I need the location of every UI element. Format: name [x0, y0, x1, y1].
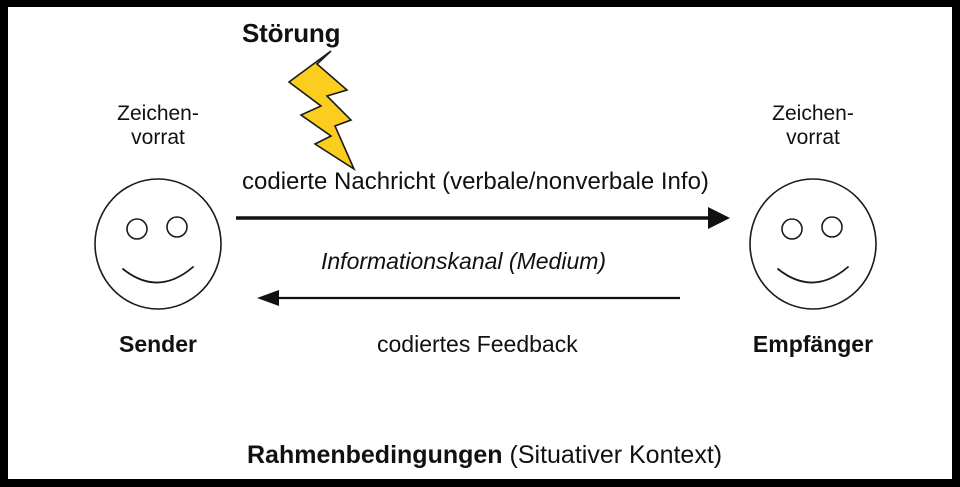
- sender-role-label: Sender: [119, 331, 197, 357]
- context-caption-bold: Rahmenbedingungen: [247, 441, 503, 469]
- sender-repertoire-label: Zeichen-vorrat: [117, 102, 199, 150]
- coded-feedback-label: codiertes Feedback: [377, 331, 578, 357]
- sender-smiley-face-icon: [94, 178, 222, 310]
- information-channel-label: Informationskanal (Medium): [321, 248, 607, 274]
- receiver-smiley-face-icon: [749, 178, 877, 310]
- disturbance-label: Störung: [242, 18, 341, 48]
- coded-message-label: codierte Nachricht (verbale/nonverbale I…: [242, 168, 709, 195]
- arrow-right-icon: [236, 207, 730, 229]
- context-caption: Rahmenbedingungen (Situativer Kontext): [247, 441, 722, 470]
- context-caption-normal: (Situativer Kontext): [502, 441, 723, 469]
- arrow-left-icon: [257, 290, 680, 306]
- receiver-repertoire-label: Zeichen-vorrat: [772, 102, 854, 150]
- receiver-role-label: Empfänger: [752, 331, 874, 357]
- diagram-canvas: Störung Zeichen-vorrat Sender Zeichen-vo…: [8, 7, 952, 479]
- lightning-bolt-icon: [287, 50, 356, 171]
